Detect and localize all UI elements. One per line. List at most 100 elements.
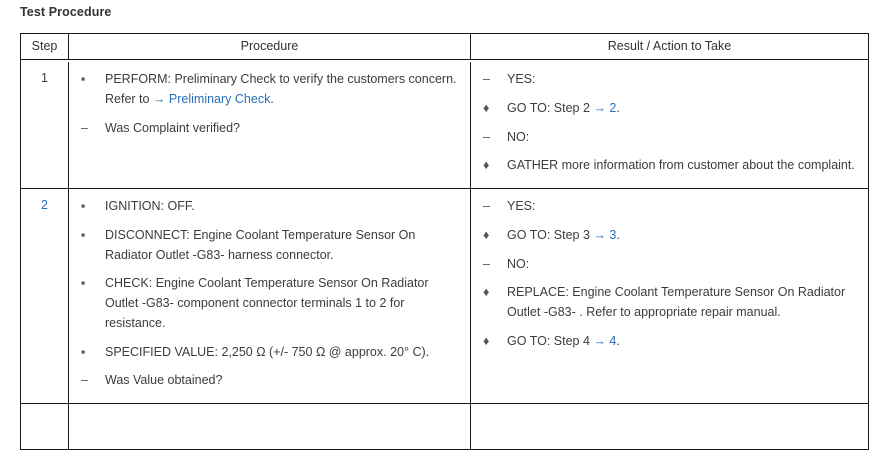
- table-row: [20, 403, 869, 450]
- text-segment: REPLACE: Engine Coolant Temperature Sens…: [507, 285, 846, 319]
- list-item-text: GO TO: Step 3 → 3.: [507, 228, 620, 242]
- list-item-text: PERFORM: Preliminary Check to verify the…: [105, 72, 457, 106]
- list-item: ▪ IGNITION: OFF.: [79, 197, 460, 217]
- table-body: 1 ▪ PERFORM: Preliminary Check to verify t…: [20, 62, 869, 450]
- page-title: Test Procedure: [20, 5, 112, 19]
- procedure-table-container: Step Procedure Result / Action to Take 1…: [20, 33, 869, 450]
- text-segment: .: [616, 100, 620, 115]
- header-rule-step: [20, 59, 69, 62]
- step-number-cell: 1: [20, 62, 69, 189]
- list-item-text: CHECK: Engine Coolant Temperature Sensor…: [105, 276, 429, 330]
- cross-reference-link[interactable]: → 2: [593, 100, 617, 115]
- list-item-text: GO TO: Step 4 → 4.: [507, 334, 620, 348]
- cross-reference-link[interactable]: → Preliminary Check: [152, 91, 271, 106]
- text-segment: GO TO: Step 3: [507, 227, 594, 242]
- list-item: ♦ GO TO: Step 2 → 2.: [481, 99, 858, 119]
- result-action-cell: – YES: ♦ GO TO: Step 2 → 2. – NO: ♦ GATHER more…: [470, 62, 869, 189]
- text-segment: IGNITION: OFF.: [105, 199, 195, 213]
- result-action-cell: – YES: ♦ GO TO: Step 3 → 3. – NO: ♦ REPLACE: En…: [470, 188, 869, 404]
- column-header-result: Result / Action to Take: [470, 33, 869, 60]
- text-segment: SPECIFIED VALUE: 2,250 Ω (+/- 750 Ω @ ap…: [105, 344, 430, 359]
- dash-bullet-icon: –: [483, 72, 490, 86]
- list-item-text: YES:: [507, 199, 536, 213]
- list-item: – NO:: [481, 255, 858, 275]
- list-item-text: NO:: [507, 130, 529, 144]
- diamond-bullet-icon: ♦: [483, 285, 490, 300]
- square-bullet-icon: ▪: [81, 72, 86, 86]
- cross-reference-link[interactable]: → 4: [593, 333, 617, 348]
- list-item: – NO:: [481, 128, 858, 148]
- text-segment: NO:: [507, 129, 530, 144]
- test-procedure-page: Test Procedure Step Procedure Result / A…: [20, 5, 869, 450]
- diamond-bullet-icon: ♦: [483, 158, 490, 173]
- square-bullet-icon: ▪: [81, 227, 86, 242]
- text-segment: GO TO: Step 4: [507, 333, 594, 348]
- text-segment: GO TO: Step 2: [507, 100, 594, 115]
- diamond-bullet-icon: ♦: [483, 100, 490, 115]
- list-item-text: NO:: [507, 257, 529, 271]
- square-bullet-icon: ▪: [81, 276, 86, 291]
- table-row: 2 ▪ IGNITION: OFF. ▪ DISCONNECT: Engine Cool…: [20, 188, 869, 404]
- text-segment: .: [270, 91, 274, 106]
- text-segment: Was Value obtained?: [105, 373, 223, 388]
- text-segment: YES:: [507, 72, 536, 86]
- dash-bullet-icon: –: [483, 199, 490, 213]
- list-item: ▪ SPECIFIED VALUE: 2,250 Ω (+/- 750 Ω @ a…: [79, 343, 460, 363]
- table-header: Step Procedure Result / Action to Take: [20, 33, 869, 62]
- square-bullet-icon: ▪: [81, 344, 86, 359]
- cross-reference-link[interactable]: → 3: [593, 227, 617, 242]
- text-segment: .: [616, 333, 620, 348]
- list-item-text: GATHER more information from customer ab…: [507, 158, 855, 172]
- list-item: – Was Value obtained?: [79, 371, 460, 391]
- list-item-text: GO TO: Step 2 → 2.: [507, 101, 620, 115]
- table-row: 1 ▪ PERFORM: Preliminary Check to verify t…: [20, 62, 869, 189]
- text-segment: GATHER more information from customer ab…: [507, 158, 855, 173]
- list-item: ♦ GO TO: Step 3 → 3.: [481, 226, 858, 246]
- column-header-step: Step: [20, 33, 69, 60]
- list-item-text: REPLACE: Engine Coolant Temperature Sens…: [507, 285, 845, 319]
- list-item-text: IGNITION: OFF.: [105, 199, 195, 213]
- list-item: ▪ CHECK: Engine Coolant Temperature Senso…: [79, 274, 460, 333]
- dash-bullet-icon: –: [81, 373, 88, 388]
- dash-bullet-icon: –: [483, 256, 490, 271]
- square-bullet-icon: ▪: [81, 199, 86, 213]
- column-header-procedure: Procedure: [68, 33, 471, 60]
- list-item: ▪ DISCONNECT: Engine Coolant Temperature …: [79, 226, 460, 266]
- procedure-list: ▪ PERFORM: Preliminary Check to verify th…: [79, 70, 460, 138]
- list-item: ♦ GO TO: Step 4 → 4.: [481, 332, 858, 352]
- header-rule-procedure: [68, 59, 471, 62]
- text-segment: DISCONNECT: Engine Coolant Temperature S…: [105, 227, 416, 262]
- text-segment: .: [616, 227, 620, 242]
- procedure-list: ▪ IGNITION: OFF. ▪ DISCONNECT: Engine Coola…: [79, 197, 460, 391]
- list-item-text: SPECIFIED VALUE: 2,250 Ω (+/- 750 Ω @ ap…: [105, 345, 429, 359]
- step-number-cell: [20, 403, 69, 450]
- header-rule-result: [470, 59, 869, 62]
- text-segment: NO:: [507, 256, 530, 271]
- list-item: – Was Complaint verified?: [79, 119, 460, 139]
- procedure-cell: ▪ PERFORM: Preliminary Check to verify th…: [68, 62, 471, 189]
- result-action-cell: [470, 403, 869, 450]
- list-item: ♦ REPLACE: Engine Coolant Temperature Sen…: [481, 283, 858, 323]
- list-item-text: Was Value obtained?: [105, 373, 222, 387]
- result-list: – YES: ♦ GO TO: Step 2 → 2. – NO: ♦ GATHER more…: [481, 70, 858, 176]
- test-procedure-table: Step Procedure Result / Action to Take 1…: [20, 33, 869, 450]
- table-header-row: Step Procedure Result / Action to Take: [20, 33, 869, 60]
- list-item: – YES:: [481, 70, 858, 90]
- procedure-cell: ▪ IGNITION: OFF. ▪ DISCONNECT: Engine Coola…: [68, 188, 471, 404]
- result-list: – YES: ♦ GO TO: Step 3 → 3. – NO: ♦ REPLACE: En…: [481, 197, 858, 352]
- step-number-link[interactable]: 2: [41, 198, 48, 212]
- text-segment: YES:: [507, 199, 536, 213]
- list-item-text: DISCONNECT: Engine Coolant Temperature S…: [105, 228, 415, 262]
- diamond-bullet-icon: ♦: [483, 227, 490, 242]
- diamond-bullet-icon: ♦: [483, 333, 490, 348]
- dash-bullet-icon: –: [81, 120, 88, 135]
- text-segment: CHECK: Engine Coolant Temperature Sensor…: [105, 276, 429, 330]
- list-item-text: Was Complaint verified?: [105, 121, 240, 135]
- header-double-rule: [20, 59, 869, 62]
- procedure-cell: [68, 403, 471, 450]
- list-item: ▪ PERFORM: Preliminary Check to verify th…: [79, 70, 460, 110]
- step-number-cell: 2: [20, 188, 69, 404]
- dash-bullet-icon: –: [483, 129, 490, 144]
- text-segment: PERFORM: Preliminary Check to verify the…: [105, 72, 457, 106]
- list-item-text: YES:: [507, 72, 536, 86]
